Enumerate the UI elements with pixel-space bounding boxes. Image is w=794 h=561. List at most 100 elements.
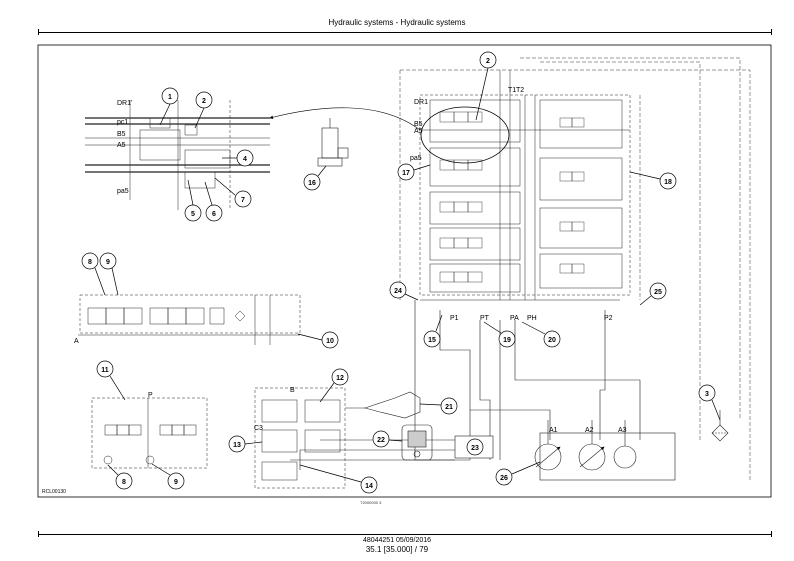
svg-text:22: 22 bbox=[377, 437, 385, 444]
callout-11: 11 bbox=[96, 360, 126, 401]
svg-text:PH: PH bbox=[527, 315, 537, 322]
svg-text:19: 19 bbox=[503, 337, 511, 344]
actuator-16 bbox=[317, 118, 349, 167]
svg-text:A3: A3 bbox=[618, 427, 627, 434]
svg-text:23: 23 bbox=[471, 445, 479, 452]
callout-22: 22 bbox=[372, 430, 403, 448]
svg-text:7: 7 bbox=[241, 197, 245, 204]
svg-text:P1: P1 bbox=[450, 315, 459, 322]
footer-page-ref: 35.1 [35.000] / 79 bbox=[365, 545, 429, 554]
svg-text:9: 9 bbox=[106, 259, 110, 266]
svg-text:DR1: DR1 bbox=[414, 99, 428, 106]
svg-text:25: 25 bbox=[654, 289, 662, 296]
footer-tick-left bbox=[38, 531, 39, 537]
svg-text:C3: C3 bbox=[254, 425, 263, 432]
svg-text:1: 1 bbox=[168, 94, 172, 101]
svg-text:T1: T1 bbox=[508, 87, 516, 94]
svg-text:21: 21 bbox=[445, 404, 453, 411]
filter-element bbox=[711, 410, 729, 442]
callout-21: 21 bbox=[419, 397, 458, 415]
callout-9-bottom: 9 bbox=[151, 463, 185, 490]
callout-17: 17 bbox=[397, 163, 431, 181]
svg-text:8: 8 bbox=[88, 259, 92, 266]
svg-text:pa5: pa5 bbox=[410, 155, 422, 162]
callouts: 1 2 2 3 4 5 6 7 8 9 10 11 12 13 14 15 16… bbox=[81, 51, 721, 494]
callout-10: 10 bbox=[297, 331, 339, 349]
svg-text:B: B bbox=[290, 387, 295, 394]
svg-text:A1: A1 bbox=[549, 427, 558, 434]
svg-text:A: A bbox=[74, 338, 79, 345]
callout-25: 25 bbox=[639, 282, 667, 306]
svg-text:15: 15 bbox=[428, 337, 436, 344]
svg-text:2: 2 bbox=[202, 98, 206, 105]
callout-16: 16 bbox=[303, 165, 327, 191]
svg-text:T2: T2 bbox=[516, 87, 524, 94]
svg-text:26: 26 bbox=[500, 475, 508, 482]
callout-3: 3 bbox=[698, 384, 721, 421]
svg-text:DR1': DR1' bbox=[117, 100, 132, 107]
drawing-id: RCL00130 bbox=[42, 489, 66, 495]
svg-text:18: 18 bbox=[664, 179, 672, 186]
drawing-frame bbox=[37, 44, 772, 498]
callout-6: 6 bbox=[204, 181, 223, 222]
svg-text:12: 12 bbox=[336, 375, 344, 382]
callout-23: 23 bbox=[466, 438, 484, 456]
pump-group bbox=[534, 420, 676, 481]
svg-text:4: 4 bbox=[243, 156, 247, 163]
callout-19: 19 bbox=[483, 321, 516, 348]
callout-24: 24 bbox=[389, 281, 419, 301]
svg-text:pc1: pc1 bbox=[117, 119, 128, 126]
svg-text:A5: A5 bbox=[414, 128, 423, 135]
svg-text:24: 24 bbox=[394, 288, 402, 295]
valve-group-10 bbox=[78, 294, 301, 345]
svg-text:A5: A5 bbox=[117, 142, 126, 149]
svg-text:10: 10 bbox=[326, 338, 334, 345]
svg-text:14: 14 bbox=[365, 483, 373, 490]
callout-26: 26 bbox=[495, 461, 541, 486]
callout-12: 12 bbox=[319, 368, 349, 403]
corner-tick-right bbox=[771, 29, 772, 35]
callout-7: 7 bbox=[214, 177, 252, 208]
callout-2-right: 2 bbox=[475, 51, 497, 121]
valve-group-12-14 bbox=[254, 387, 346, 489]
svg-text:11: 11 bbox=[101, 367, 109, 374]
svg-text:A2: A2 bbox=[585, 427, 594, 434]
svg-text:B5: B5 bbox=[117, 131, 126, 138]
corner-tick-left bbox=[38, 29, 39, 35]
svg-text:20: 20 bbox=[548, 337, 556, 344]
valve-group-11 bbox=[91, 397, 208, 469]
svg-text:8: 8 bbox=[122, 479, 126, 486]
display-unit-22 bbox=[401, 424, 433, 461]
detail-view-top-left bbox=[85, 100, 270, 210]
return-lines bbox=[399, 57, 751, 480]
svg-text:16: 16 bbox=[308, 180, 316, 187]
callout-8-top: 8 bbox=[81, 252, 106, 296]
svg-text:PA: PA bbox=[510, 315, 519, 322]
callout-15: 15 bbox=[423, 314, 443, 348]
footer-tick-right bbox=[771, 531, 772, 537]
callout-20: 20 bbox=[521, 321, 561, 348]
detail-highlight-ellipse bbox=[420, 106, 510, 164]
callout-14: 14 bbox=[299, 464, 378, 494]
svg-text:P: P bbox=[148, 392, 153, 399]
svg-text:9: 9 bbox=[174, 479, 178, 486]
callout-9-top: 9 bbox=[99, 252, 119, 296]
callout-13: 13 bbox=[228, 435, 263, 453]
footer-rule bbox=[38, 534, 772, 535]
callout-5: 5 bbox=[184, 179, 202, 222]
callout-18: 18 bbox=[629, 171, 677, 190]
svg-text:pa5: pa5 bbox=[117, 188, 129, 195]
svg-text:13: 13 bbox=[233, 442, 241, 449]
svg-text:PT: PT bbox=[480, 315, 490, 322]
svg-text:17: 17 bbox=[402, 170, 410, 177]
port-labels: DR1' pc1 B5 A5 pa5 DR1 B5 A5 pa5 T1 T2 P… bbox=[74, 87, 627, 434]
svg-text:6: 6 bbox=[212, 211, 216, 218]
page-header-title: Hydraulic systems - Hydraulic systems bbox=[328, 18, 466, 27]
mid-mark: T2000000 3 bbox=[360, 500, 382, 505]
svg-text:2: 2 bbox=[486, 58, 490, 65]
svg-text:5: 5 bbox=[191, 211, 195, 218]
svg-text:3: 3 bbox=[705, 391, 709, 398]
joystick-21 bbox=[345, 391, 421, 419]
header-rule bbox=[38, 32, 772, 33]
